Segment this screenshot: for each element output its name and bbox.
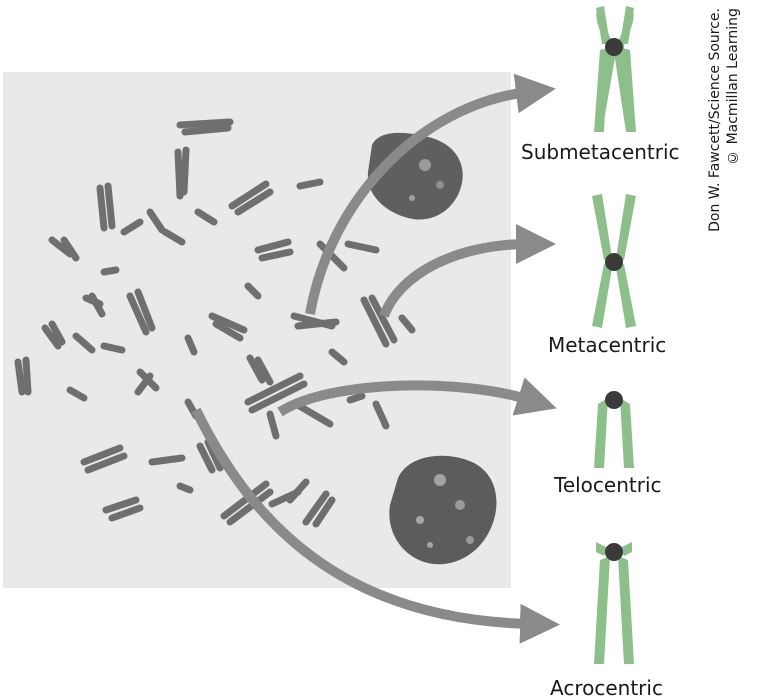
label-acrocentric: Acrocentric — [550, 676, 663, 700]
image-credit: Don W. Fawcett/Science Source. © Macmill… — [706, 8, 742, 232]
metacentric-chromosome — [592, 194, 636, 328]
submetacentric-chromosome — [594, 6, 636, 132]
label-telocentric: Telocentric — [554, 473, 662, 497]
credit-line-1: Don W. Fawcett/Science Source. — [707, 8, 723, 232]
credit-line-2: © Macmillan Learning — [725, 8, 741, 165]
label-submetacentric: Submetacentric — [521, 140, 680, 164]
arrow-to-metacentric — [379, 224, 556, 318]
telocentric-chromosome — [594, 391, 634, 468]
arrow-to-submetacentric — [305, 73, 556, 315]
metaphase-chromosomes — [14, 118, 416, 528]
pointer-arrows — [191, 73, 560, 644]
centromere-telocentric — [605, 391, 623, 409]
arrow-to-telocentric — [277, 377, 557, 417]
centromere-submetacentric — [605, 38, 623, 56]
interphase-nucleus-bottom — [389, 455, 497, 565]
centromere-metacentric — [605, 253, 623, 271]
centromere-acrocentric — [605, 543, 623, 561]
acrocentric-chromosome — [594, 542, 634, 664]
label-metacentric: Metacentric — [548, 333, 667, 357]
arrow-to-acrocentric — [191, 407, 560, 644]
